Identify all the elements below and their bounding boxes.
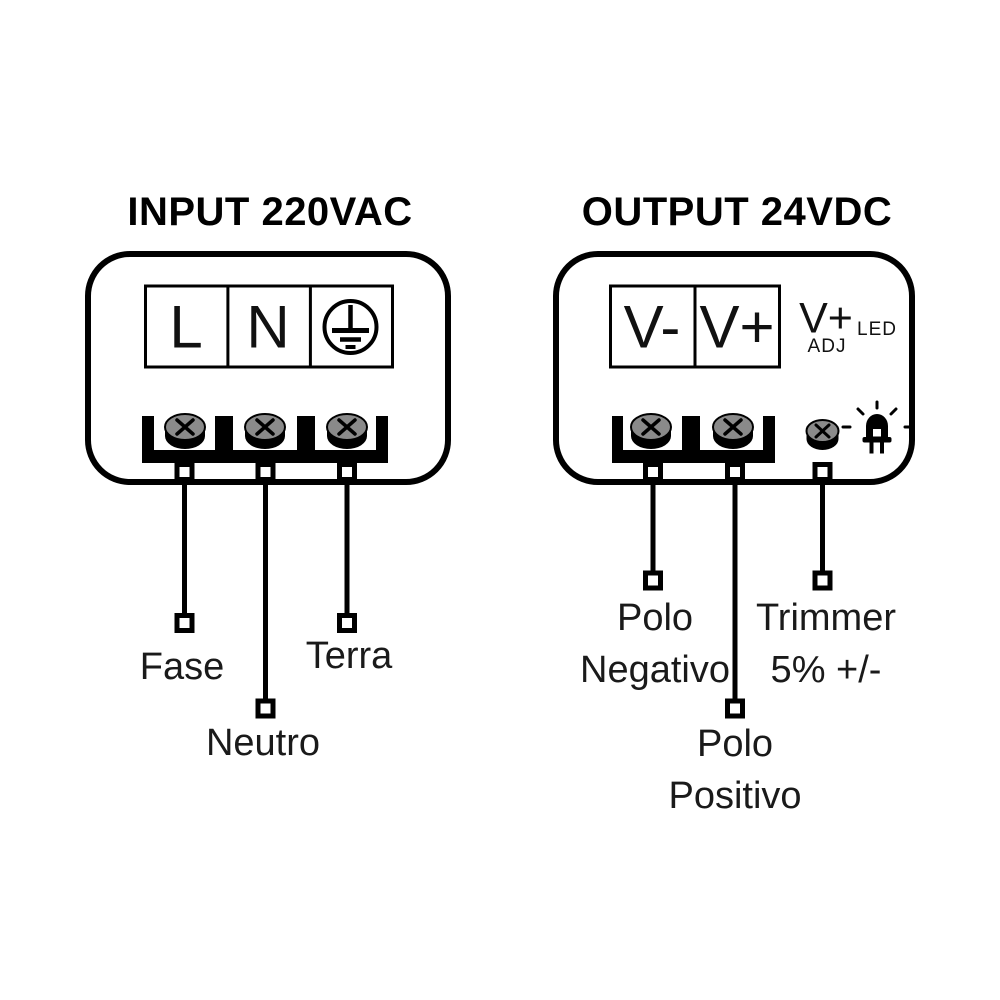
led-label: LED (857, 319, 897, 340)
screw-head-icon (243, 412, 287, 451)
plug-terra (340, 616, 355, 631)
screw-head-icon (629, 412, 673, 451)
plug-neutro (258, 701, 273, 716)
output-title: OUTPUT 24VDC (581, 190, 893, 234)
output-terminal-strip (609, 284, 781, 369)
terminal-label-neutral: N (246, 293, 290, 361)
plug-polo-positivo (728, 701, 743, 716)
label-polo-positivo-line1: Polo (696, 723, 774, 765)
protective-earth-icon (322, 299, 379, 355)
trimmer-screw-icon (805, 418, 840, 452)
plug-polo-negativo (646, 573, 661, 588)
plug-fase (177, 616, 192, 631)
input-title: INPUT 220VAC (127, 190, 413, 234)
terminal-label-live: L (169, 293, 203, 361)
output-terminal-block (612, 416, 775, 463)
screw-head-icon (325, 412, 369, 451)
vadj-label: V+ (799, 294, 853, 343)
label-polo-negativo-line2: Negativo (580, 649, 730, 691)
screw-terminals (163, 412, 840, 452)
label-terra: Terra (305, 635, 393, 677)
screw-head-icon (163, 412, 207, 451)
label-trimmer-line2: 5% +/- (770, 649, 882, 691)
bottom-edge-plugs (177, 465, 830, 480)
wire-end-plugs (177, 573, 830, 716)
label-neutro: Neutro (205, 722, 321, 764)
input-terminal-block (142, 416, 388, 463)
label-polo-positivo-line2: Positivo (668, 775, 802, 817)
screw-head-icon (711, 412, 755, 451)
wires (182, 470, 825, 702)
led-icon (841, 400, 914, 454)
plug-trimmer (815, 573, 830, 588)
terminal-label-vplus: V+ (699, 293, 775, 361)
label-trimmer-line1: Trimmer (756, 597, 896, 639)
label-fase: Fase (139, 646, 225, 688)
label-polo-negativo-line1: Polo (616, 597, 694, 639)
terminal-label-vminus: V- (623, 293, 681, 361)
adj-label: ADJ (807, 336, 847, 357)
